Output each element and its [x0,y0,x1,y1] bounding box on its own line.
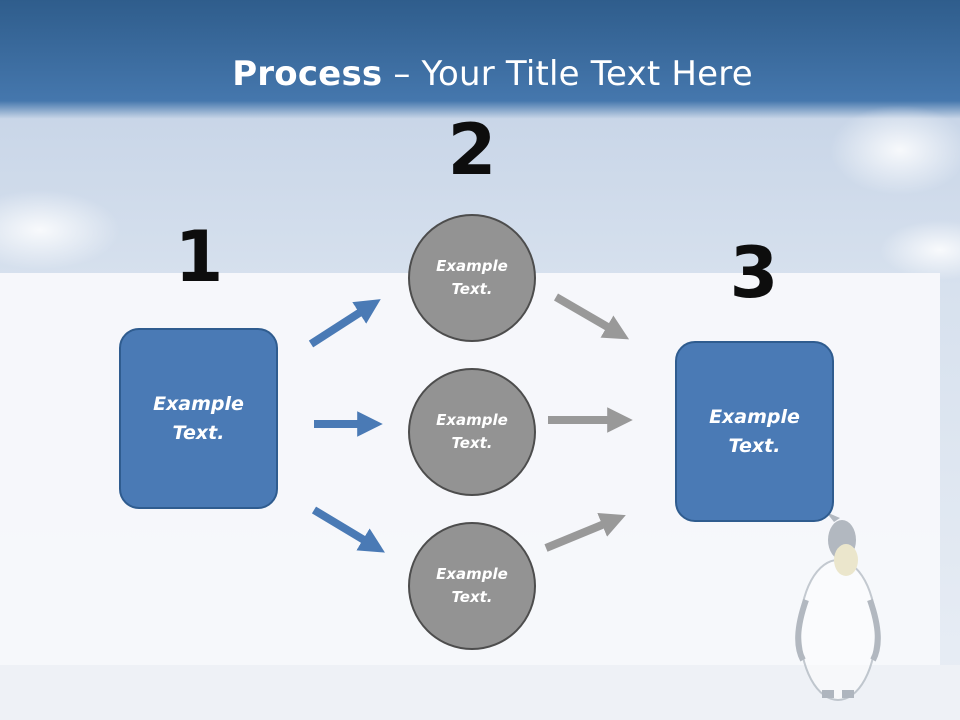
process-box-start: Example Text. [119,328,278,509]
process-box-end-text: Example Text. [709,405,800,457]
step-number-3: 3 [729,232,779,314]
slide-title: Process – Your Title Text Here [0,52,960,96]
arrow-top-to-end [553,293,630,340]
process-circle-center-text: Example Text. [436,411,508,452]
arrow-start-to-bottom [311,506,385,553]
process-circle-bottom: Example Text. [408,522,536,650]
process-box-start-text: Example Text. [153,392,244,444]
arrow-start-to-top [308,299,381,348]
penguin-illustration [795,512,881,701]
process-circle-top: Example Text. [408,214,536,342]
process-circle-center: Example Text. [408,368,536,496]
title-bold-part: Process [232,54,383,94]
step-number-2: 2 [447,109,497,191]
process-circle-bottom-text: Example Text. [436,565,508,606]
process-box-end: Example Text. [675,341,834,522]
process-circle-top-text: Example Text. [436,257,508,298]
arrow-bottom-to-end [544,513,626,552]
step-number-1: 1 [174,216,224,298]
title-rest-part: – Your Title Text Here [382,54,753,94]
